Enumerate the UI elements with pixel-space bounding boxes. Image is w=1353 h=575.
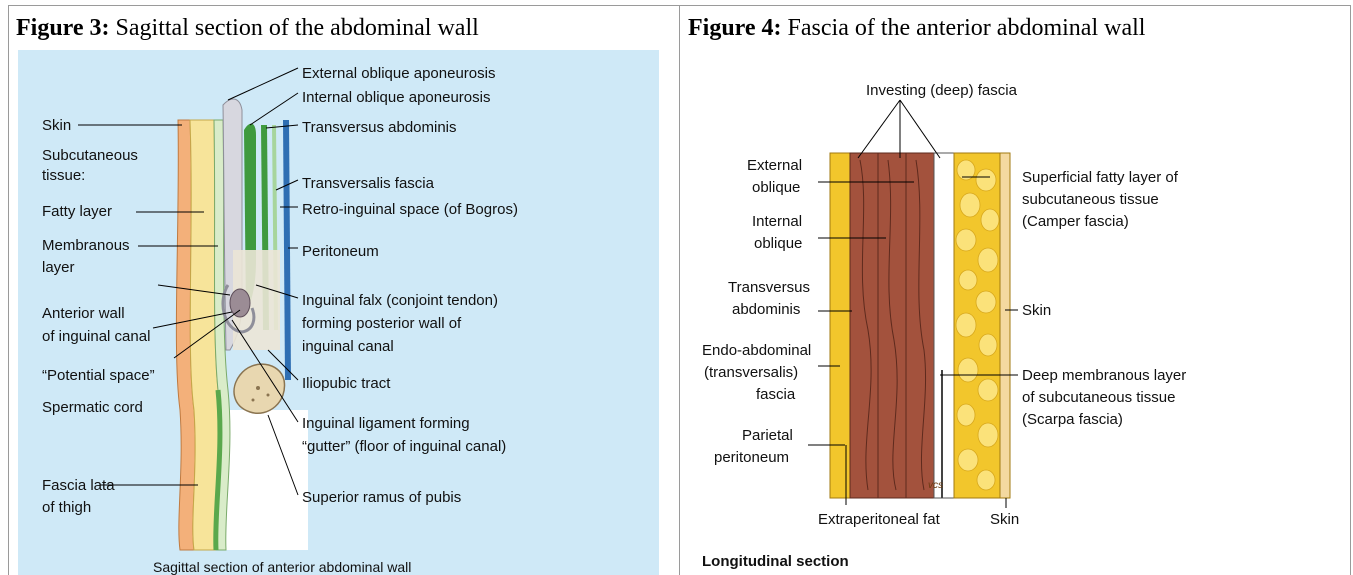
label-transversalis: (transversalis) <box>704 364 798 381</box>
label-external-oblique-aponeurosis: External oblique aponeurosis <box>302 65 495 82</box>
figure3-caption-text: Sagittal section of the abdominal wall <box>110 15 479 41</box>
peritoneum-layer <box>286 120 288 380</box>
figure4-bottom-caption: Longitudinal section <box>702 553 849 570</box>
label-of-thigh: of thigh <box>42 499 91 516</box>
label-camper-fascia: (Camper fascia) <box>1022 213 1129 230</box>
label-fascia: fascia <box>756 386 796 403</box>
figure4-caption: Figure 4: Fascia of the anterior abdomin… <box>688 15 1145 42</box>
label-skin: Skin <box>42 117 71 134</box>
label-forming-posterior: forming posterior wall of <box>302 315 462 332</box>
label-parietal: Parietal <box>742 427 793 444</box>
label-of-inguinal-canal: of inguinal canal <box>42 328 150 345</box>
label-internal-oblique: oblique <box>754 235 802 252</box>
label-subcutaneous: Subcutaneous <box>42 147 138 164</box>
label-spermatic-cord: Spermatic cord <box>42 399 143 416</box>
label-superior-ramus: Superior ramus of pubis <box>302 489 461 506</box>
label-subcutaneous-tissue: subcutaneous tissue <box>1022 191 1159 208</box>
figure3-bottom-caption: Sagittal section of anterior abdominal w… <box>153 559 411 575</box>
figure4-caption-label: Figure 4: <box>688 15 782 41</box>
label-peritoneum: Peritoneum <box>302 243 379 260</box>
label-external-oblique: oblique <box>752 179 800 196</box>
label-inguinal-canal: inguinal canal <box>302 338 394 355</box>
label-fatty-layer: Fatty layer <box>42 203 112 220</box>
label-deep-membranous: Deep membranous layer <box>1022 367 1186 384</box>
label-of-subcutaneous: of subcutaneous tissue <box>1022 389 1175 406</box>
label-abdominis: abdominis <box>732 301 800 318</box>
label-fascia-lata: Fascia lata <box>42 477 115 494</box>
label-inguinal-falx: Inguinal falx (conjoint tendon) <box>302 292 498 309</box>
label-tissue: tissue: <box>42 167 85 184</box>
label-membranous: Membranous <box>42 237 130 254</box>
label-endo-abdominal: Endo-abdominal <box>702 342 811 359</box>
label-investing-fascia: Investing (deep) fascia <box>866 82 1018 99</box>
label-transversalis-fascia: Transversalis fascia <box>302 175 435 192</box>
label-retro-inguinal: Retro-inguinal space (of Bogros) <box>302 201 518 218</box>
label-scarpa-fascia: (Scarpa fascia) <box>1022 411 1123 428</box>
label-peritoneum-fig4: peritoneum <box>714 449 789 466</box>
label-layer: layer <box>42 259 75 276</box>
figure3-caption-label: Figure 3: <box>16 15 110 41</box>
figure3-caption: Figure 3: Sagittal section of the abdomi… <box>16 15 479 42</box>
label-potential-space: “Potential space” <box>42 367 155 384</box>
spermatic-cord <box>230 289 250 317</box>
figure4-caption-text: Fascia of the anterior abdominal wall <box>782 15 1146 41</box>
label-skin-bottom: Skin <box>990 511 1019 528</box>
artist-signature: vcs <box>928 480 943 491</box>
table-border-right <box>1350 5 1351 575</box>
label-transversus-abdominis: Transversus abdominis <box>302 119 457 136</box>
label-extraperitoneal-fat: Extraperitoneal fat <box>818 511 941 528</box>
label-skin-right: Skin <box>1022 302 1051 319</box>
skin-strip <box>1000 153 1010 498</box>
label-superficial-fatty: Superficial fatty layer of <box>1022 169 1179 186</box>
label-external: External <box>747 157 802 174</box>
table-border-left <box>8 5 9 575</box>
label-inguinal-ligament: Inguinal ligament forming <box>302 415 470 432</box>
extraperitoneal-fat-layer <box>830 153 850 498</box>
label-anterior-wall: Anterior wall <box>42 305 125 322</box>
deep-fascia-gap <box>934 153 954 498</box>
label-transversus: Transversus <box>728 279 810 296</box>
label-internal-oblique-aponeurosis: Internal oblique aponeurosis <box>302 89 490 106</box>
label-internal: Internal <box>752 213 802 230</box>
table-border-middle <box>679 5 680 575</box>
figure4-illustration: Investing (deep) fascia External oblique… <box>690 70 1330 575</box>
figure3-illustration: Skin Subcutaneous tissue: Fatty layer Me… <box>18 50 659 575</box>
label-iliopubic-tract: Iliopubic tract <box>302 375 391 392</box>
label-gutter: “gutter” (floor of inguinal canal) <box>302 438 506 455</box>
